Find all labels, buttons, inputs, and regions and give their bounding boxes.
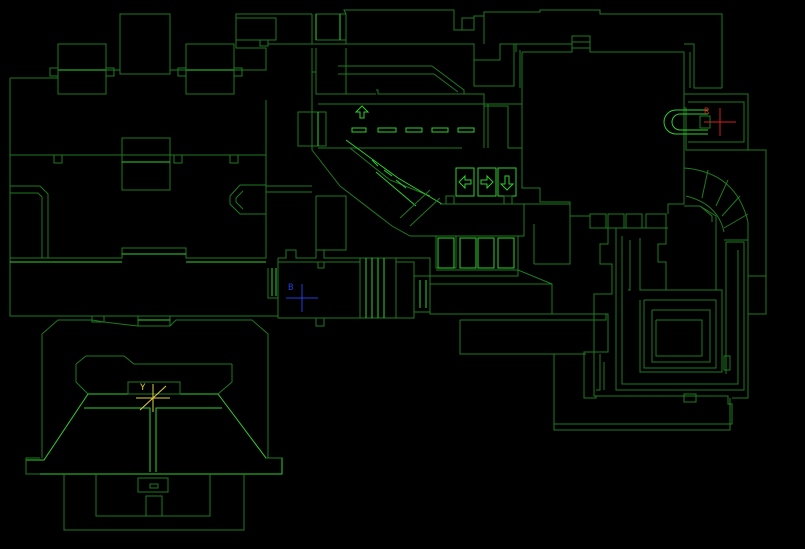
central-top xyxy=(235,9,723,112)
yellow-key-marker[interactable]: Y xyxy=(136,383,170,412)
east-curved-stair xyxy=(683,167,749,241)
central-hall xyxy=(297,103,523,149)
blue-key-label: B xyxy=(288,283,293,293)
southeast-complex xyxy=(553,205,749,431)
southwest-arena xyxy=(25,319,283,531)
northeast-hall xyxy=(473,12,722,216)
red-key-marker[interactable]: R xyxy=(704,107,736,136)
diagonal-ramp xyxy=(311,112,443,251)
left-wing-lower xyxy=(9,253,279,327)
blue-key-marker[interactable]: B xyxy=(286,283,318,312)
red-key-room xyxy=(663,93,767,315)
arrow-down-icon xyxy=(499,175,515,191)
east-central xyxy=(429,203,668,394)
arrow-blocks xyxy=(430,167,553,285)
blue-key-room xyxy=(267,249,431,327)
arrow-up-icon xyxy=(354,105,370,119)
red-key-label: R xyxy=(704,107,710,117)
yellow-key-label: Y xyxy=(140,383,146,393)
left-wing-upper xyxy=(9,13,312,156)
left-wing-middle xyxy=(9,137,312,259)
arrow-right-icon xyxy=(480,174,494,190)
arrow-left-icon xyxy=(458,174,472,190)
